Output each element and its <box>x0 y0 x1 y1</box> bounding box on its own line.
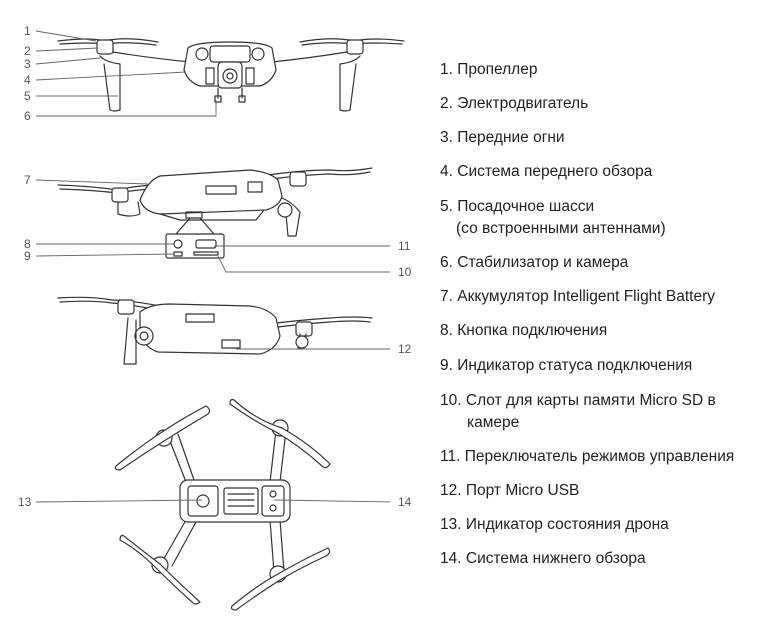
callout-5: 5 <box>24 89 31 103</box>
legend-text: Электродвигатель <box>457 95 589 112</box>
legend-text: Индикатор статуса подключения <box>457 357 693 374</box>
legend-item-1: 1. Пропеллер <box>440 59 537 81</box>
side-view-left <box>57 167 373 259</box>
callout-9: 9 <box>24 249 31 263</box>
callout-2: 2 <box>24 44 31 58</box>
callout-13: 13 <box>18 495 32 509</box>
callout-lines <box>35 30 391 503</box>
legend-item-10: 10. Слот для карты памяти Micro SD в кам… <box>440 390 716 434</box>
legend-item-7: 7. Аккумулятор Intelligent Flight Batter… <box>440 286 715 308</box>
callout-3: 3 <box>24 57 31 71</box>
legend-num: 10. <box>440 392 462 409</box>
legend-text: Переключатель режимов управления <box>464 448 735 465</box>
callout-11: 11 <box>398 239 411 253</box>
legend-num: 14. <box>440 550 462 567</box>
legend-num: 5. <box>440 198 453 215</box>
legend-text: Передние огни <box>457 129 565 146</box>
legend-num: 9. <box>440 357 453 374</box>
callout-10: 10 <box>398 265 412 279</box>
callout-8: 8 <box>24 237 31 251</box>
side-view-right <box>57 296 373 365</box>
legend-num: 11. <box>440 448 461 465</box>
top-view <box>114 398 331 611</box>
legend-num: 8. <box>440 322 453 339</box>
legend-num: 7. <box>440 288 453 305</box>
legend-item-13: 13. Индикатор состояния дрона <box>440 514 669 536</box>
legend-item-9: 9. Индикатор статуса подключения <box>440 355 692 377</box>
legend-num: 3. <box>440 129 453 146</box>
callout-14: 14 <box>398 495 412 509</box>
legend-item-12: 12. Порт Micro USB <box>440 480 579 502</box>
legend-num: 1. <box>440 61 453 78</box>
legend-num: 4. <box>440 163 453 180</box>
legend-item-4: 4. Система переднего обзора <box>440 161 652 183</box>
legend-text: Порт Micro USB <box>465 482 580 499</box>
callout-1: 1 <box>24 24 31 38</box>
legend-text-continued: (со встроенными антеннами) <box>456 220 666 237</box>
callout-6: 6 <box>24 109 31 123</box>
legend-item-11: 11. Переключатель режимов управления <box>440 446 734 468</box>
callout-7: 7 <box>24 173 31 187</box>
legend-text: Пропеллер <box>457 61 538 78</box>
legend-num: 13. <box>440 516 462 533</box>
legend-item-8: 8. Кнопка подключения <box>440 320 607 342</box>
legend-text: Стабилизатор и камера <box>457 254 629 271</box>
legend-text: Кнопка подключения <box>457 322 608 339</box>
front-view <box>57 38 405 112</box>
legend-item-14: 14. Система нижнего обзора <box>440 548 646 570</box>
legend-num: 12. <box>440 482 462 499</box>
callout-numbers: 1 2 3 4 5 6 7 8 9 10 11 12 13 14 <box>18 24 412 509</box>
legend-item-3: 3. Передние огни <box>440 127 565 149</box>
legend-text: Посадочное шасси <box>457 198 595 215</box>
legend-item-2: 2. Электродвигатель <box>440 93 588 115</box>
legend-item-5: 5. Посадочное шасси (со встроенными анте… <box>440 196 666 240</box>
callout-12: 12 <box>398 342 412 356</box>
legend-item-6: 6. Стабилизатор и камера <box>440 252 628 274</box>
legend-num: 6. <box>440 254 453 271</box>
legend-text: Слот для карты памяти Micro SD в <box>465 392 716 409</box>
legend-text-continued: камере <box>467 414 520 431</box>
legend-text: Система переднего обзора <box>457 163 653 180</box>
legend-text: Система нижнего обзора <box>465 550 646 567</box>
drone-diagram: 1 2 3 4 5 6 7 8 9 10 11 12 13 14 <box>18 24 412 611</box>
legend-num: 2. <box>440 95 453 112</box>
legend-text: Аккумулятор Intelligent Flight Battery <box>457 288 716 305</box>
callout-4: 4 <box>24 73 31 87</box>
legend-text: Индикатор состояния дрона <box>465 516 669 533</box>
